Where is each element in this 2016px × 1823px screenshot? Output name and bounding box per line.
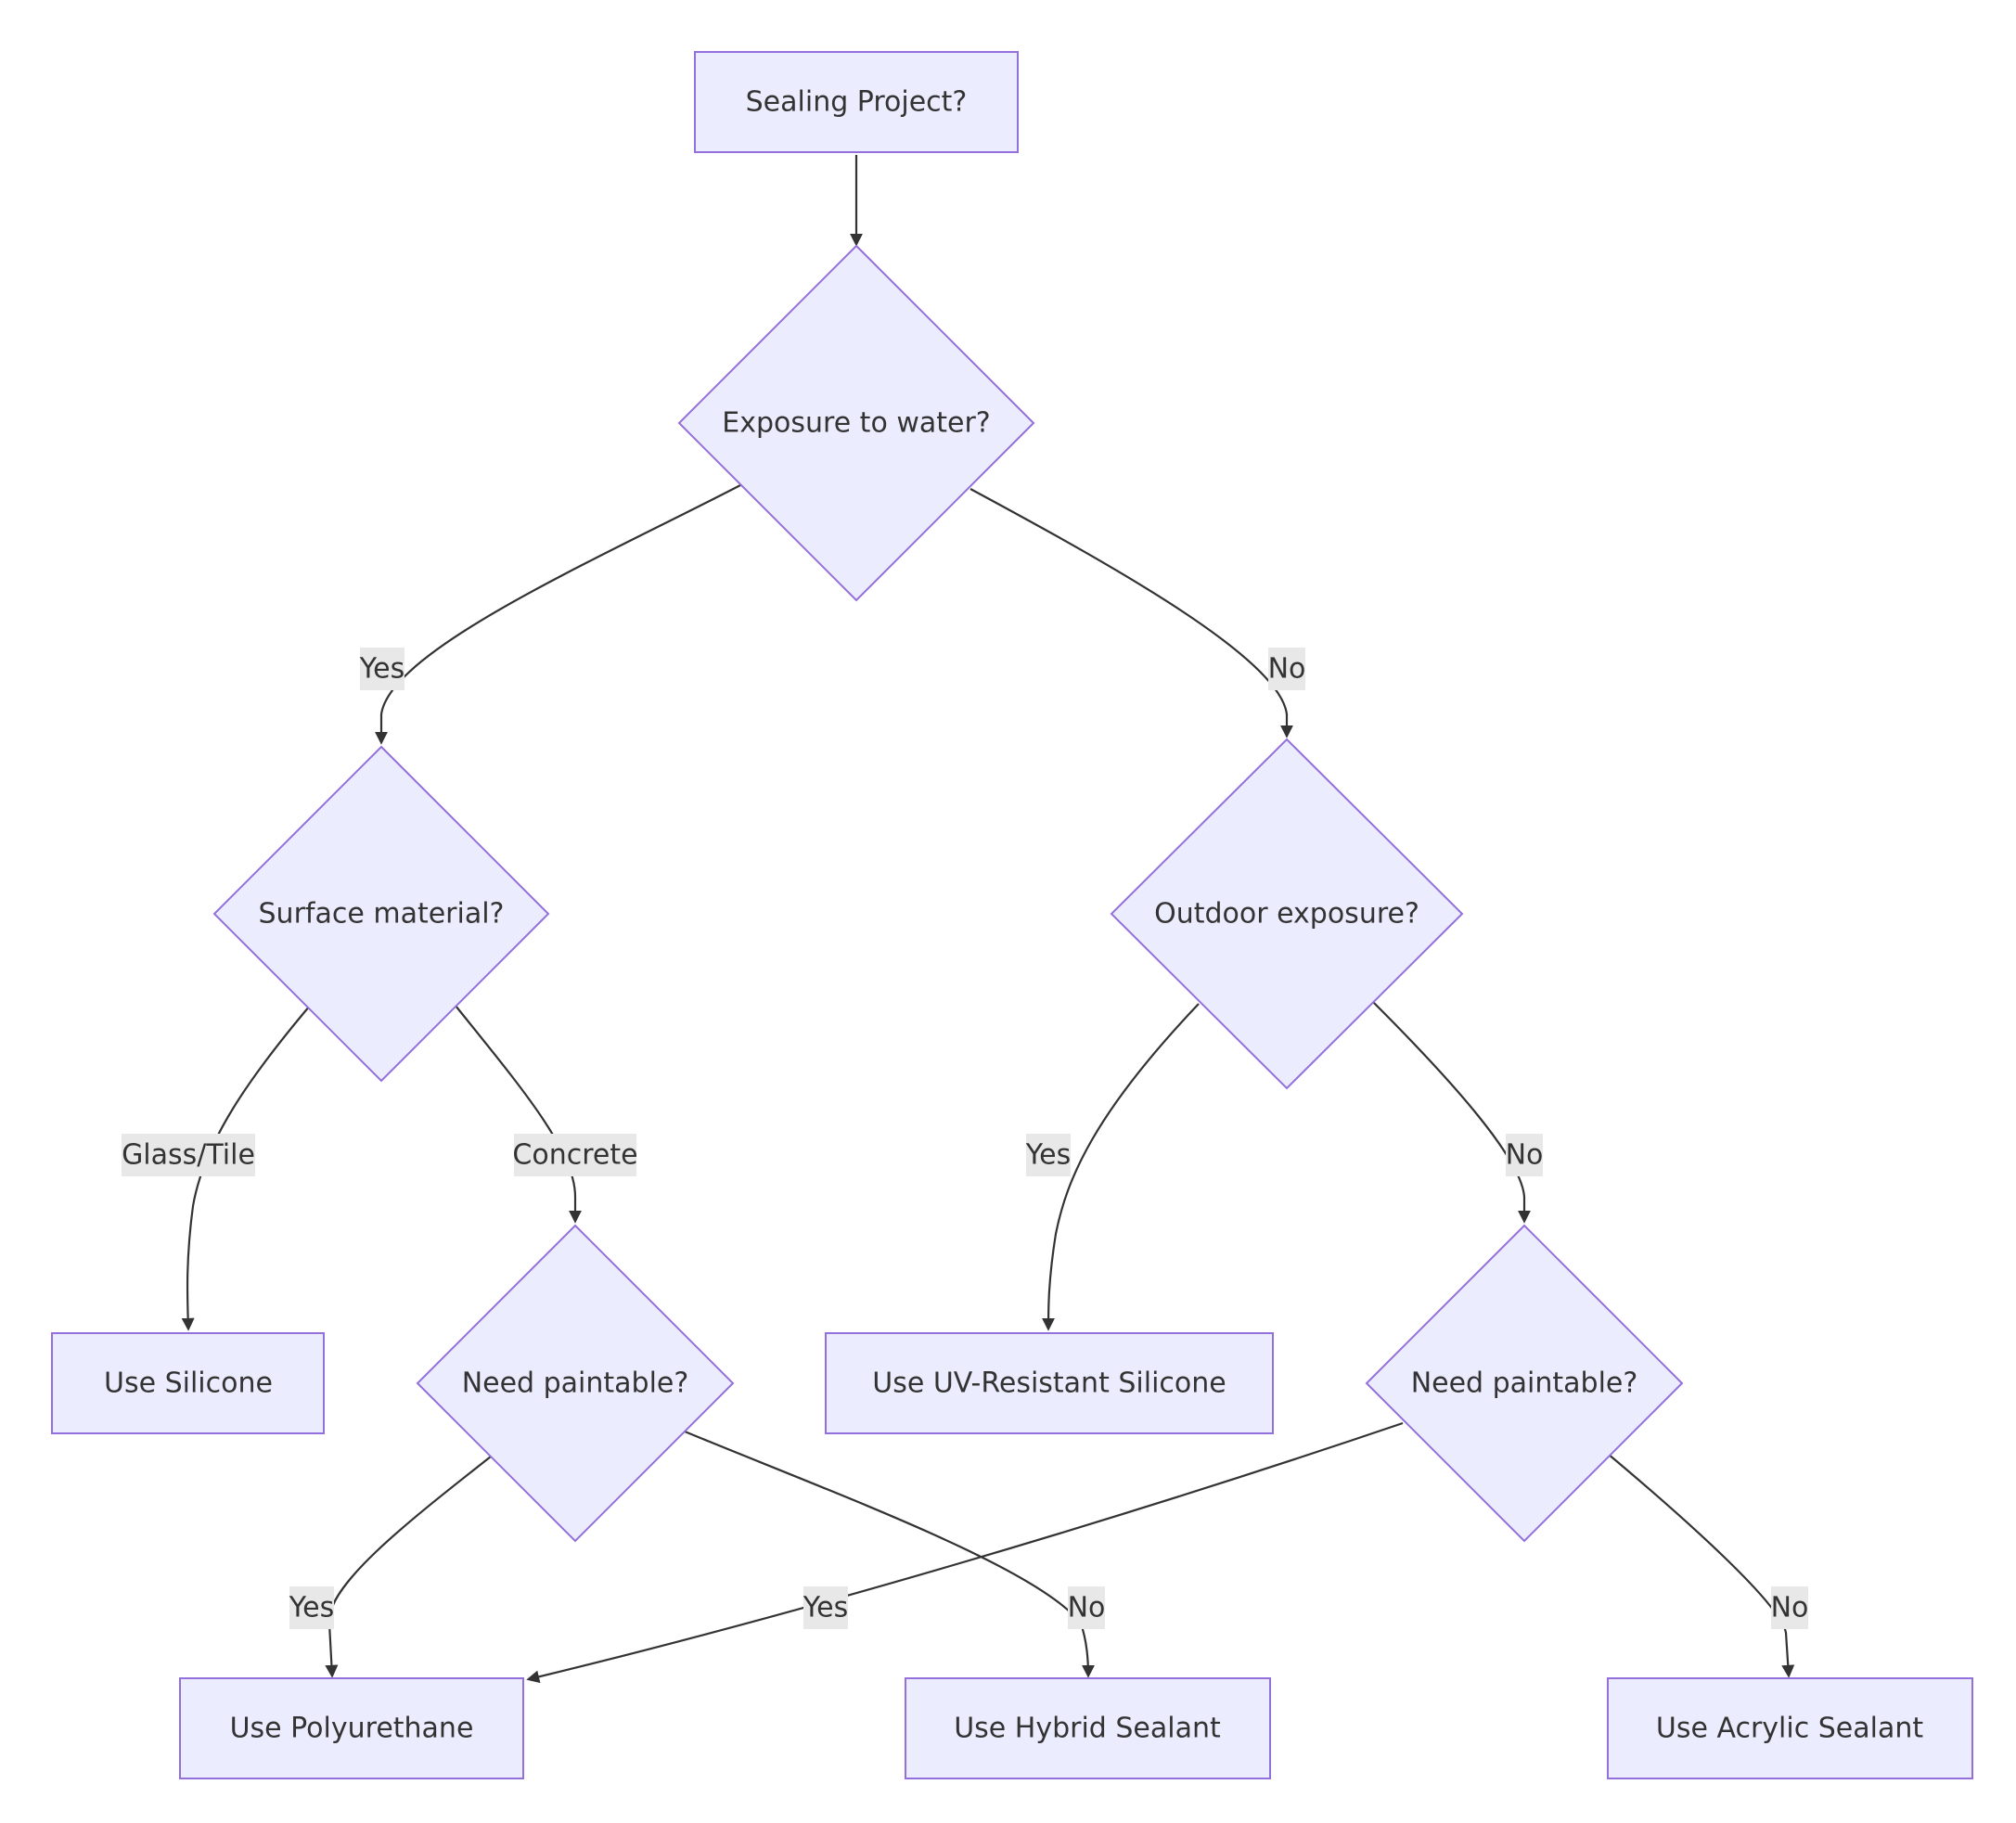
edge-label-text: No: [1068, 1592, 1106, 1624]
edge-outdoor-to-paintable-right: [1372, 1001, 1531, 1224]
node-outdoor-exposure: Outdoor exposure?: [1110, 738, 1464, 1090]
nodes: Sealing Project? Exposure to water? Surf…: [51, 51, 1973, 1779]
edge-water-to-outdoor: [969, 488, 1293, 738]
edge-label-water-no: No: [1268, 648, 1306, 690]
edge-labels: Yes No Glass/Tile Concrete Yes No Yes Y: [122, 648, 1808, 1629]
edge-label-outdoor-no: No: [1506, 1134, 1544, 1176]
edge-paintable-left-to-hybrid: [684, 1430, 1095, 1678]
edge-label-left-no: No: [1068, 1586, 1106, 1629]
node-need-paintable-left: Need paintable?: [416, 1224, 735, 1543]
edge-label-text: Yes: [289, 1592, 334, 1624]
node-exposure-to-water: Exposure to water?: [677, 244, 1035, 602]
edge-water-to-surface: [375, 483, 743, 745]
edge-paintable-left-to-polyurethane: [325, 1456, 492, 1678]
edge-label-water-yes: Yes: [359, 648, 404, 690]
node-use-polyurethane: Use Polyurethane: [179, 1677, 524, 1779]
node-label: Outdoor exposure?: [1154, 898, 1419, 931]
edge-label-text: Concrete: [512, 1139, 637, 1172]
edge-label-text: Yes: [359, 653, 404, 686]
node-need-paintable-right: Need paintable?: [1365, 1224, 1684, 1543]
edge-label-left-yes: Yes: [289, 1586, 334, 1629]
edge-label-text: Yes: [803, 1592, 848, 1624]
edge-label-right-no: No: [1771, 1586, 1809, 1629]
node-label: Use Acrylic Sealant: [1656, 1713, 1923, 1745]
node-label: Use Silicone: [104, 1367, 273, 1400]
edge-label-text: Glass/Tile: [122, 1139, 255, 1172]
edge-label-right-yes: Yes: [803, 1586, 848, 1629]
node-label: Use Polyurethane: [230, 1713, 474, 1745]
node-sealing-project: Sealing Project?: [694, 51, 1019, 153]
edge-label-text: Yes: [1025, 1139, 1071, 1172]
node-label: Exposure to water?: [722, 407, 990, 440]
edge-label-text: No: [1268, 653, 1306, 686]
node-use-hybrid-sealant: Use Hybrid Sealant: [905, 1677, 1271, 1779]
edge-label-text: No: [1771, 1592, 1809, 1624]
node-use-uv-resistant-silicone: Use UV-Resistant Silicone: [825, 1332, 1274, 1434]
edge-label-text: No: [1506, 1139, 1544, 1172]
node-label: Need paintable?: [1411, 1367, 1638, 1400]
node-label: Use Hybrid Sealant: [954, 1713, 1221, 1745]
edge-paintable-right-to-acrylic: [1607, 1453, 1795, 1678]
edge-label-outdoor-yes: Yes: [1025, 1134, 1071, 1176]
edge-label-glass-tile: Glass/Tile: [122, 1134, 255, 1176]
node-surface-material: Surface material?: [212, 745, 550, 1083]
node-label: Use UV-Resistant Silicone: [872, 1367, 1226, 1400]
edge-label-concrete: Concrete: [512, 1134, 638, 1176]
edges: [181, 155, 1795, 1684]
node-use-acrylic-sealant: Use Acrylic Sealant: [1607, 1677, 1973, 1779]
node-label: Need paintable?: [462, 1367, 689, 1400]
edge-outdoor-to-uv-silicone: [1042, 1003, 1200, 1331]
node-use-silicone: Use Silicone: [51, 1332, 325, 1434]
edge-surface-to-paintable-left: [455, 1005, 582, 1224]
node-label: Surface material?: [259, 898, 505, 931]
edge-paintable-right-to-polyurethane: [526, 1421, 1404, 1684]
node-label: Sealing Project?: [746, 86, 968, 119]
edge-surface-to-silicone: [181, 1005, 311, 1331]
